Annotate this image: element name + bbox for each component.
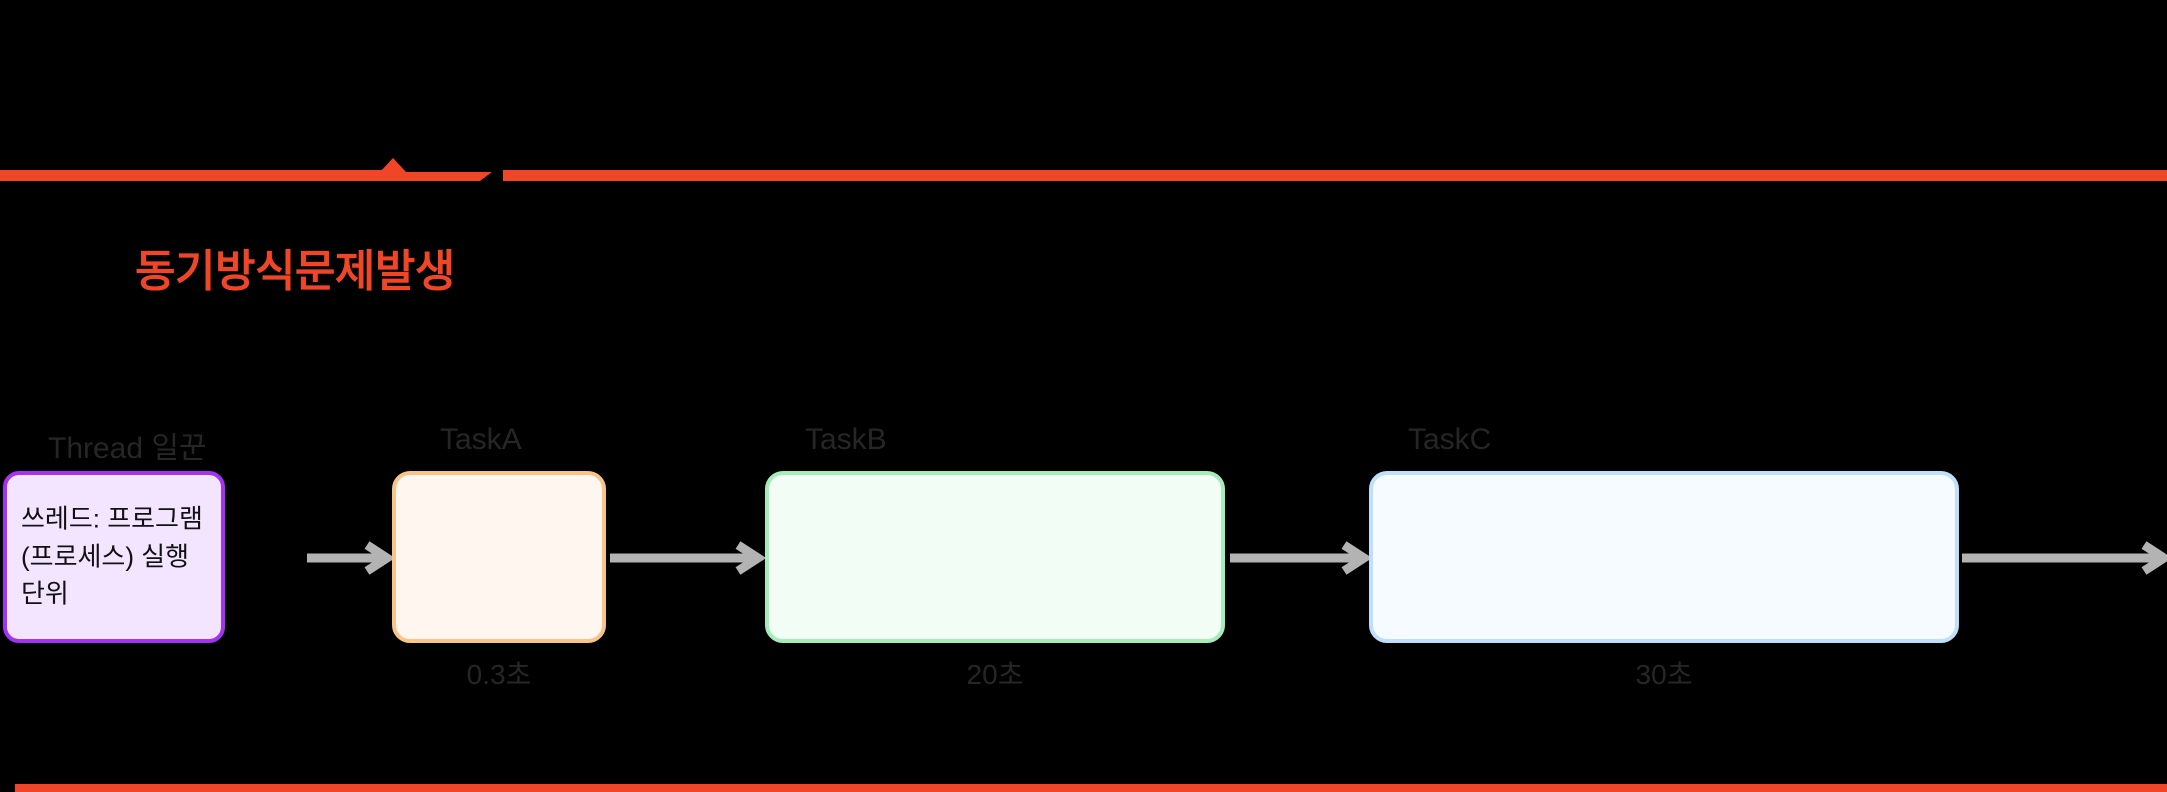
red-marker-caret-icon	[380, 158, 406, 172]
taskc-node-box[interactable]	[1369, 471, 1959, 643]
red-marker-rule-top-right	[503, 170, 2167, 181]
taska-duration-label: 0.3초	[466, 659, 532, 690]
red-marker-rule-bottom	[15, 784, 2167, 792]
arrow-right-icon-taska-to-taskb	[608, 541, 767, 575]
red-marker-rule-top-mid	[392, 172, 492, 181]
thread-node-text: 쓰레드: 프로그램 (프로세스) 실행 단위	[21, 503, 203, 609]
taska-node-label: TaskA	[440, 423, 522, 456]
taskb-node-label: TaskB	[805, 423, 887, 456]
thread-node-box[interactable]: 쓰레드: 프로그램 (프로세스) 실행 단위	[3, 471, 225, 643]
page-title: 동기방식문제발생	[135, 247, 455, 296]
arrow-right-icon-thread-to-taska	[305, 541, 396, 575]
thread-node-label: Thread 일꾼	[48, 432, 207, 465]
red-marker-rule-top-left	[0, 170, 392, 181]
taskc-duration-label: 30초	[1635, 659, 1693, 690]
taska-node-box[interactable]	[392, 471, 606, 643]
taskb-duration-label: 20초	[966, 659, 1024, 690]
taskc-node-label: TaskC	[1408, 423, 1492, 456]
arrow-right-icon-taskc-to-offscreen	[1960, 541, 2167, 575]
taskb-node-box[interactable]	[765, 471, 1225, 643]
arrow-right-icon-taskb-to-taskc	[1228, 541, 1373, 575]
